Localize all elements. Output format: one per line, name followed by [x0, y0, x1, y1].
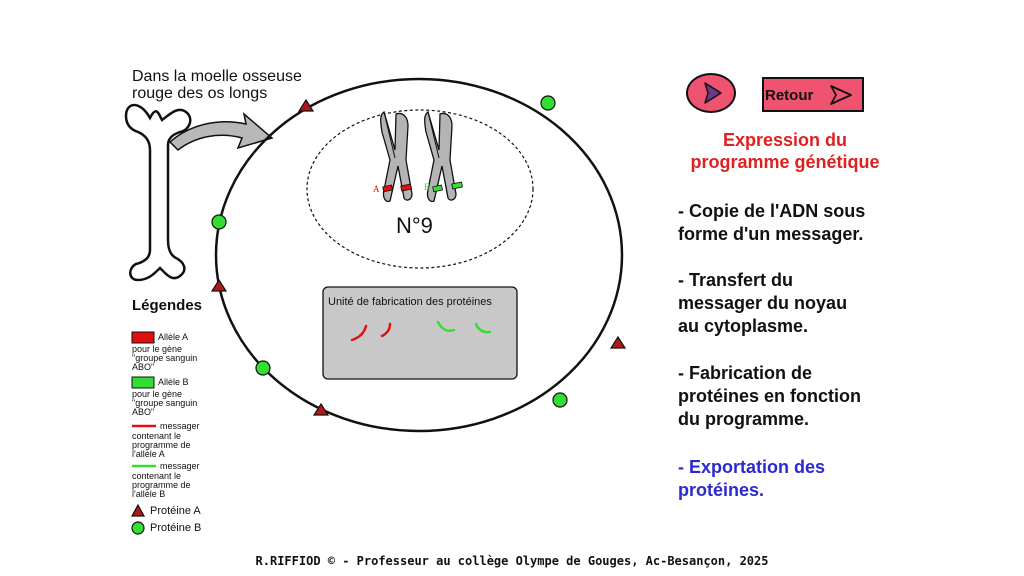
expression-title-line: Expression du — [722, 130, 848, 150]
legend-protein-b-symbol — [131, 521, 145, 535]
chromosome-b — [424, 110, 463, 203]
step-export: - Exportation des protéines. — [678, 456, 908, 502]
step-protein-making: - Fabrication de protéines en fonction d… — [678, 362, 908, 431]
legend-desc-line: l'allèle B — [132, 489, 166, 499]
expression-title: Expression du programme génétique — [672, 129, 898, 173]
legend-protein-a-label: Protéine A — [150, 505, 201, 517]
messenger-a-2 — [380, 322, 392, 338]
legend-protein-a-symbol — [130, 503, 146, 517]
legend-allele-b-label: Allèle B — [158, 377, 189, 387]
legend-allele-a-swatch — [131, 331, 155, 344]
legend-allele-a-label: Allèle A — [158, 332, 189, 342]
legend-desc-line: "groupe sanguin — [132, 353, 198, 363]
legend-desc-line: contenant le — [132, 471, 182, 481]
legend-desc-line: "groupe sanguin — [132, 398, 198, 408]
protein-a — [210, 278, 228, 292]
protein-a — [297, 98, 315, 112]
step-line: forme d'un messager. — [678, 224, 864, 244]
legend-desc-line: l'allèle A — [132, 449, 165, 459]
location-caption: Dans la moelle osseuse rouge des os long… — [132, 68, 322, 102]
step-line: - Exportation des — [678, 457, 826, 477]
legend-desc-line: ABO" — [132, 362, 155, 372]
legend-title: Légendes — [132, 297, 203, 314]
back-button-label[interactable]: Retour — [765, 87, 814, 104]
protein-b — [211, 214, 227, 230]
legend-desc-line: pour le gène — [132, 389, 183, 399]
legend-protein-b-label: Protéine B — [150, 522, 202, 534]
protein-factory — [322, 286, 518, 380]
legend-allele-b-swatch — [131, 376, 155, 389]
location-caption-line: Dans la moelle osseuse — [132, 68, 302, 85]
legend-messenger-b-label: messager — [160, 461, 200, 471]
location-caption-line: rouge des os longs — [132, 85, 268, 102]
play-icon — [704, 82, 722, 104]
messenger-b-1 — [436, 320, 456, 332]
step-line: - Copie de l'ADN sous — [678, 201, 866, 221]
back-button[interactable] — [762, 77, 864, 112]
step-line: au cytoplasme. — [678, 316, 809, 336]
legend-desc-line: programme de — [132, 480, 191, 490]
chromosome-label: N°9 — [396, 213, 433, 238]
step-line: protéines. — [678, 480, 765, 500]
messenger-a-1 — [350, 324, 368, 342]
step-dna-copy: - Copie de l'ADN sous forme d'un message… — [678, 200, 908, 246]
protein-b — [255, 360, 271, 376]
protein-a — [609, 335, 627, 349]
legend-messenger-a-desc: contenant le programme de l'allèle A — [132, 432, 212, 459]
step-transfer: - Transfert du messager du noyau au cyto… — [678, 269, 908, 338]
chromosome-a — [380, 110, 413, 203]
step-line: - Transfert du — [678, 270, 794, 290]
protein-a — [312, 402, 330, 416]
allele-a-letter: A — [373, 184, 380, 194]
step-line: messager du noyau — [678, 293, 848, 313]
nucleus — [306, 109, 534, 269]
legend-allele-a-desc: pour le gène "groupe sanguin ABO" — [132, 345, 212, 372]
play-button[interactable] — [686, 73, 736, 113]
expression-title-line: programme génétique — [690, 152, 880, 172]
legend-desc-line: pour le gène — [132, 344, 183, 354]
protein-b — [540, 95, 556, 111]
curved-arrow-icon — [168, 112, 274, 151]
step-line: protéines en fonction — [678, 386, 862, 406]
allele-b-letter: B — [424, 182, 430, 192]
protein-factory-title: Unité de fabrication des protéines — [328, 296, 492, 308]
legend-desc-line: programme de — [132, 440, 191, 450]
bone-icon — [124, 103, 192, 282]
footer-credit: R.RIFFIOD © - Professeur au collège Olym… — [255, 554, 769, 568]
cursor-arrow-icon — [830, 85, 852, 105]
step-line: - Fabrication de — [678, 363, 813, 383]
legend-desc-line: contenant le — [132, 431, 182, 441]
legend-desc-line: ABO" — [132, 407, 155, 417]
cell-membrane — [214, 77, 624, 433]
messenger-b-2 — [474, 322, 492, 334]
protein-b — [552, 392, 568, 408]
step-line: du programme. — [678, 409, 810, 429]
legend-messenger-b-desc: contenant le programme de l'allèle B — [132, 472, 212, 499]
legend-messenger-a-label: messager — [160, 421, 200, 431]
legend-allele-b-desc: pour le gène "groupe sanguin ABO" — [132, 390, 212, 417]
